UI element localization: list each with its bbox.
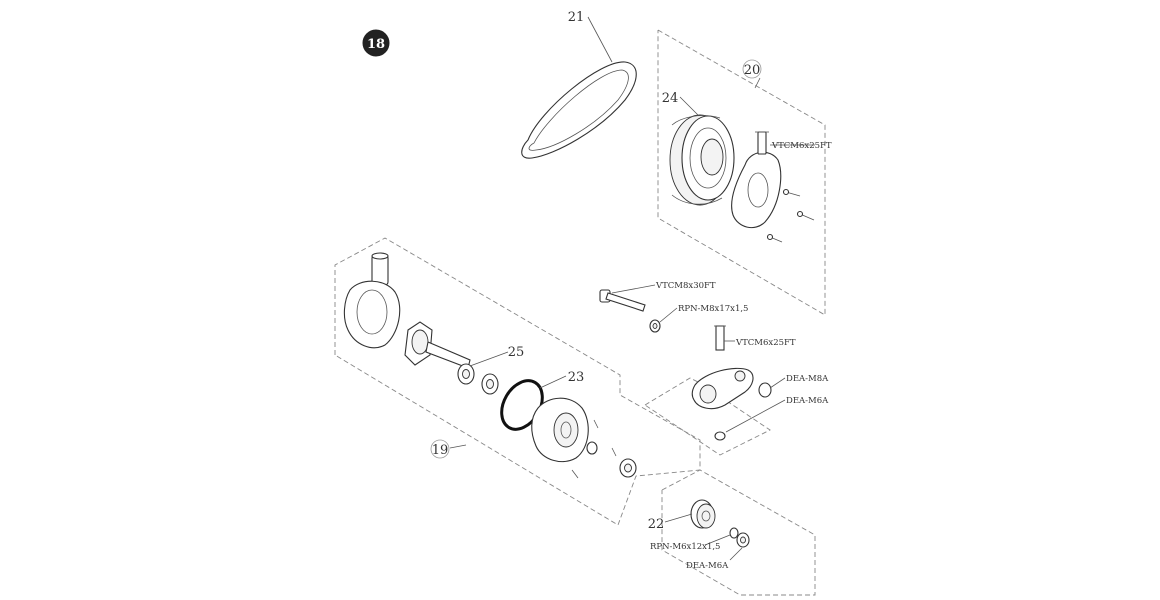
- label-21: 21: [568, 10, 585, 25]
- pulley-hub: [731, 131, 782, 229]
- pump-impeller-shaft: [404, 321, 471, 369]
- group-outlines: [334, 29, 826, 596]
- label-25: 25: [508, 345, 525, 360]
- pump-housing: [343, 252, 401, 349]
- code-vtcm6x25-top: VTCM6x25FT: [771, 141, 832, 151]
- label-20: 20: [744, 63, 761, 78]
- code-vtcm8x30: VTCM8x30FT: [655, 281, 716, 291]
- label-22: 22: [648, 517, 665, 532]
- code-dea-m6a-bottom: DEA-M6A: [686, 561, 729, 571]
- tensioner-bolt: [599, 289, 726, 351]
- code-rpn-m8: RPN-M8x17x1,5: [678, 304, 748, 314]
- figure-badge-number: 18: [367, 37, 385, 52]
- label-19: 19: [432, 443, 449, 458]
- code-vtcm6x25-mid: VTCM6x25FT: [735, 338, 796, 348]
- hub-screws: [766, 188, 815, 243]
- idler-22: [690, 499, 750, 548]
- label-24: 24: [662, 91, 679, 106]
- leader-lines: [449, 16, 815, 561]
- label-23: 23: [568, 370, 585, 385]
- belt-21: [521, 61, 637, 159]
- pump-cover: [531, 397, 637, 479]
- pulley-24: [669, 114, 735, 206]
- bearings-25: [457, 363, 499, 395]
- tensioner-arm: [691, 367, 772, 441]
- code-rpn-m6: RPN-M6x12x1,5: [650, 542, 720, 552]
- code-dea-m6a-mid: DEA-M6A: [786, 396, 829, 406]
- code-dea-m8a: DEA-M8A: [786, 374, 829, 384]
- part-labels: 21 20 24 VTCM6x25FT VTCM8x30FT RPN-M8x17…: [430, 10, 832, 571]
- figure-badge: 18: [362, 29, 390, 57]
